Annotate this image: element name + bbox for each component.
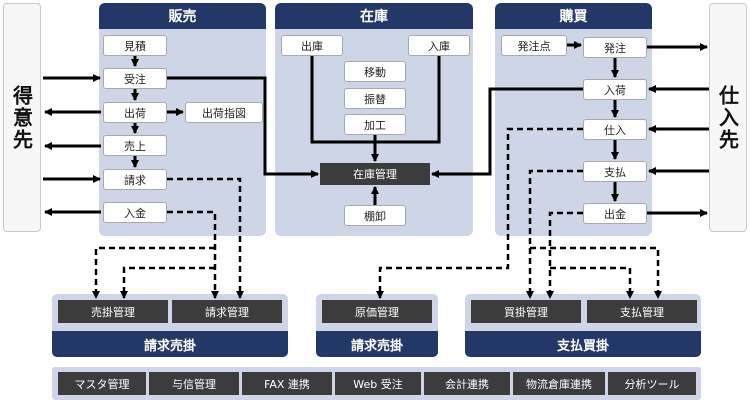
sales-payment-received[interactable]: 入金 xyxy=(103,202,167,223)
strip-master-management[interactable]: マスタ管理 xyxy=(58,372,146,395)
arrow-order-to-inventory xyxy=(167,76,319,178)
purchasing-order[interactable]: 発注 xyxy=(583,37,647,58)
strip-analytics-tool[interactable]: 分析ツール xyxy=(608,372,696,395)
supplier-box: 仕入先 xyxy=(709,3,747,232)
strip-fax-integration[interactable]: FAX 連携 xyxy=(242,372,332,395)
customer-label: 得意先 xyxy=(9,84,34,151)
inventory-management[interactable]: 在庫管理 xyxy=(320,163,430,185)
group-cost-title: 請求売掛 xyxy=(316,331,438,357)
strip-credit-management[interactable]: 与信管理 xyxy=(149,372,239,395)
purchasing-disbursement[interactable]: 出金 xyxy=(583,203,647,224)
purchasing-payment[interactable]: 支払 xyxy=(583,161,647,182)
purchasing-arrival[interactable]: 入荷 xyxy=(583,79,647,100)
inventory-outbound[interactable]: 出庫 xyxy=(281,35,343,56)
inventory-move[interactable]: 移動 xyxy=(344,61,406,82)
payables-management[interactable]: 買掛管理 xyxy=(471,300,581,323)
sales-shipping-instruction[interactable]: 出荷指図 xyxy=(185,102,263,123)
inventory-inbound[interactable]: 入庫 xyxy=(408,35,470,56)
purchasing-reorder-point[interactable]: 発注点 xyxy=(501,35,567,56)
receivables-management[interactable]: 売掛管理 xyxy=(58,300,168,323)
inventory-transfer[interactable]: 振替 xyxy=(344,88,406,109)
inventory-title: 在庫 xyxy=(275,3,473,29)
sales-order[interactable]: 受注 xyxy=(103,68,167,89)
sales-estimate[interactable]: 見積 xyxy=(103,35,167,56)
customer-box: 得意先 xyxy=(3,3,41,232)
inventory-processing[interactable]: 加工 xyxy=(344,114,406,135)
payment-management[interactable]: 支払管理 xyxy=(587,300,697,323)
billing-management[interactable]: 請求管理 xyxy=(172,300,282,323)
sales-title: 販売 xyxy=(99,3,266,29)
strip-web-order[interactable]: Web 受注 xyxy=(335,372,421,395)
cost-management[interactable]: 原価管理 xyxy=(322,300,432,323)
sales-shipment[interactable]: 出荷 xyxy=(103,102,167,123)
strip-accounting-integration[interactable]: 会計連携 xyxy=(424,372,510,395)
purchasing-purchase[interactable]: 仕入 xyxy=(583,119,647,140)
sales-billing[interactable]: 請求 xyxy=(103,169,167,190)
supplier-label: 仕入先 xyxy=(715,84,740,151)
purchasing-title: 購買 xyxy=(495,3,652,29)
group-payables-title: 支払買掛 xyxy=(465,331,701,357)
arrow-purchasing-to-inventory xyxy=(431,87,583,178)
strip-logistics-integration[interactable]: 物流倉庫連携 xyxy=(513,372,605,395)
inventory-stocktake[interactable]: 棚卸 xyxy=(344,205,406,226)
group-receivables-title: 請求売掛 xyxy=(52,331,288,357)
sales-sale[interactable]: 売上 xyxy=(103,135,167,156)
